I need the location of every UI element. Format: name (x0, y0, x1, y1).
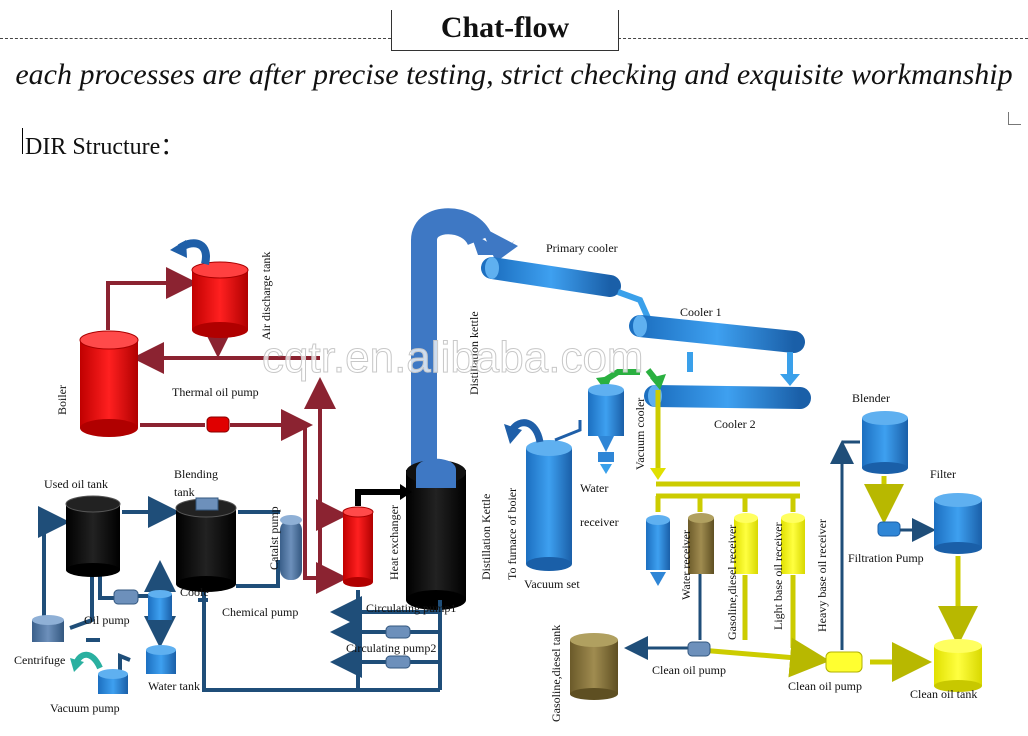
air-discharge-tank-label: Air discharge tank (259, 252, 273, 340)
cooler-vessel (148, 594, 172, 620)
water-receiver-label: Water receiver (679, 530, 693, 600)
cooler-2-label: Cooler 2 (714, 417, 756, 431)
catalyst-pump (280, 515, 302, 580)
page-subtitle: each processes are after precise testing… (15, 58, 1013, 91)
vacuum-set (504, 419, 582, 571)
page-header: Chat-flow each processes are after preci… (0, 0, 1028, 160)
boiler-label: Boiler (55, 385, 69, 415)
page-title: Chat-flow (391, 10, 619, 51)
cooler-small-label: Coole (180, 585, 209, 599)
clean-oil-pump-2-label: Clean oil pump (788, 679, 862, 693)
filtration-pump-label: Filtration Pump (848, 551, 924, 565)
text-cursor (22, 128, 23, 154)
corner-mark (1008, 112, 1021, 125)
cooler-link-1 (616, 289, 651, 320)
used-oil-tank-label: Used oil tank (44, 477, 108, 491)
vacuum-cooler (588, 384, 624, 474)
distillation-kettle-label: Distillation Kettle (479, 494, 493, 580)
distillation-column (406, 208, 518, 610)
filter-label: Filter (930, 467, 956, 481)
circulating-pump-2 (385, 655, 411, 669)
vacuum-pump-label: Vacuum pump (50, 701, 120, 715)
air-discharge-tank (170, 239, 249, 338)
cooler-2 (644, 385, 811, 409)
oil-pump (113, 589, 139, 605)
vacuum-set-label: Vacuum set (524, 577, 580, 591)
gasoline-receiver-label: Gasoline,diesel receiver (725, 525, 739, 640)
blending-tank (175, 497, 237, 592)
circulating-pump-1 (385, 625, 411, 639)
watermark: cqtr.en.alibaba.com (262, 333, 644, 382)
used-oil-tank (65, 495, 121, 577)
heat-exchanger (342, 484, 412, 587)
primary-cooler (481, 257, 621, 297)
boiler (79, 330, 139, 437)
vacuum-pump (70, 651, 128, 694)
catalyst-pump-label: Catalst pump (267, 506, 281, 570)
gasoline-receiver-vessel (688, 513, 714, 574)
cooler-1-label: Cooler 1 (680, 305, 722, 319)
heavy-receiver-label: Heavy base oil receiver (815, 519, 829, 632)
oil-pump-label: Oil pump (84, 613, 130, 627)
gasoline-diesel-tank (570, 633, 618, 700)
water-receiver-left-line1: Water (580, 481, 608, 495)
thermal-oil-lines (106, 267, 348, 594)
water-tank (146, 645, 176, 674)
water-tank-label: Water tank (148, 679, 200, 693)
divider-right (618, 38, 1028, 39)
clean-oil-tank-label: Clean oil tank (910, 687, 977, 701)
centrifuge (32, 615, 64, 642)
heavy-receiver-vessel (781, 513, 805, 574)
chemical-pump-label: Chemical pump (222, 605, 298, 619)
section-heading: DIR Structure： (25, 134, 185, 160)
clean-oil-pump-1 (687, 641, 711, 657)
primary-cooler-label: Primary cooler (546, 241, 618, 255)
blender (862, 411, 908, 474)
blending-tank-line2: tank (174, 485, 195, 499)
light-receiver-label: Light base oil receiver (771, 522, 785, 630)
vacuum-cooler-label: Vacuum cooler (633, 398, 647, 470)
left-flow-lines (38, 496, 442, 692)
heat-exchanger-label: Heat exchanger (387, 505, 401, 580)
filtration-pump (877, 521, 901, 537)
circulating-pump-2-label: Circulating pump2 (346, 641, 436, 655)
gasoline-tank-label: Gasoline,diesel tank (549, 625, 563, 722)
water-receiver-left-line2: receiver (580, 515, 619, 529)
clean-oil-pump-2 (825, 651, 863, 673)
clean-oil-pump-1-label: Clean oil pump (652, 663, 726, 677)
to-furnace-label: To furnace of boier (505, 488, 519, 580)
yellow-flow-lines (655, 390, 978, 682)
thermal-oil-pump (206, 416, 230, 433)
blending-tank-line1: Blending (174, 467, 218, 481)
clean-oil-tank (934, 639, 982, 692)
filter (934, 493, 982, 554)
cooler-1 (629, 315, 805, 353)
distillation-kettle-top-label: Distillation kettle (467, 311, 481, 395)
divider-left (0, 38, 391, 39)
centrifuge-label: Centrifuge (14, 653, 65, 667)
blender-label: Blender (852, 391, 890, 405)
water-receiver-vessel (646, 515, 670, 586)
light-receiver-vessel (734, 513, 758, 574)
circulating-pump-1-label: Circulating pump1 (366, 601, 456, 615)
thermal-oil-pump-label: Thermal oil pump (172, 385, 259, 399)
